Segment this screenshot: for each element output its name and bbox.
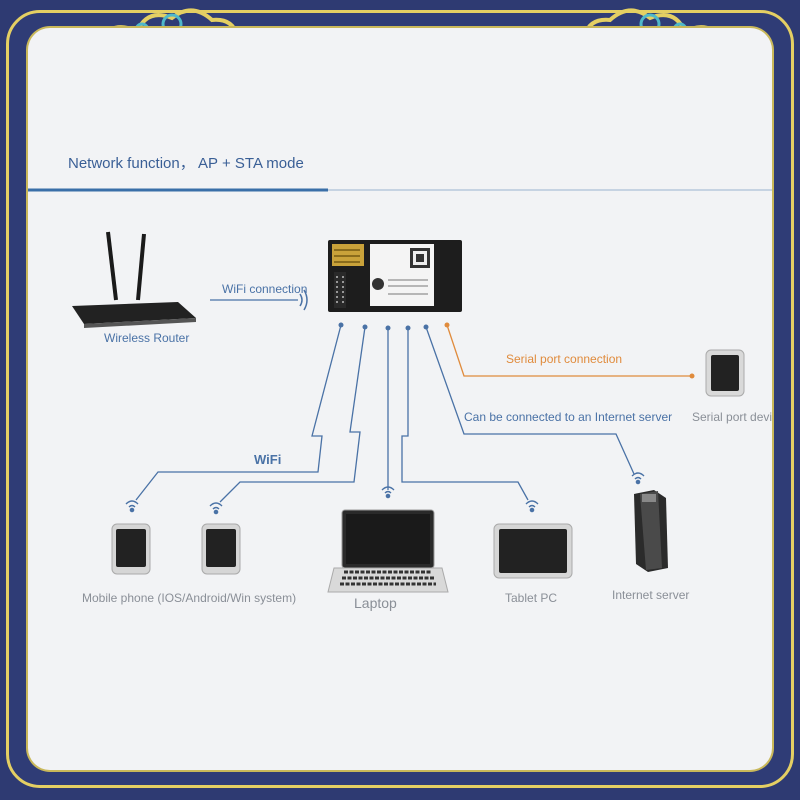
serial-port-device-icon: [705, 349, 745, 397]
diagram-canvas: [28, 188, 772, 593]
serial-port-line: [446, 324, 692, 377]
tablet-pc-icon: [493, 523, 573, 579]
laptop-label: Laptop: [354, 595, 397, 611]
mobile-phone-label: Mobile phone (IOS/Android/Win system): [82, 591, 297, 605]
content-panel: Network function， AP + STA mode WiFi con…: [28, 28, 772, 770]
wifi-connection-label: WiFi connection: [222, 282, 308, 296]
mobile-phone-icon: [201, 523, 241, 575]
laptop-icon: [327, 509, 449, 593]
tablet-pc-label: Tablet PC: [505, 591, 558, 605]
wifi-signal-arrow-icon: [299, 289, 308, 311]
device-wifi-signal-icons: [125, 472, 645, 515]
wireless-router-label: Wireless Router: [104, 331, 190, 345]
internet-server-connection-label: Can be connected to an Internet server: [464, 410, 673, 424]
page-title: Network function， AP + STA mode: [68, 155, 304, 172]
internet-server-icon: [634, 490, 668, 572]
serial-port-device-label: Serial port devi: [692, 410, 772, 424]
wireless-router-icon: [72, 231, 196, 328]
wifi-label: WiFi: [254, 452, 282, 467]
network-connection-lines: [135, 324, 635, 503]
mobile-phone-icon: [111, 523, 151, 575]
wifi-module-icon: [328, 240, 462, 312]
internet-server-label: Internet server: [612, 588, 690, 602]
serial-port-connection-label: Serial port connection: [506, 352, 623, 366]
module-connection-dots: [338, 322, 450, 331]
